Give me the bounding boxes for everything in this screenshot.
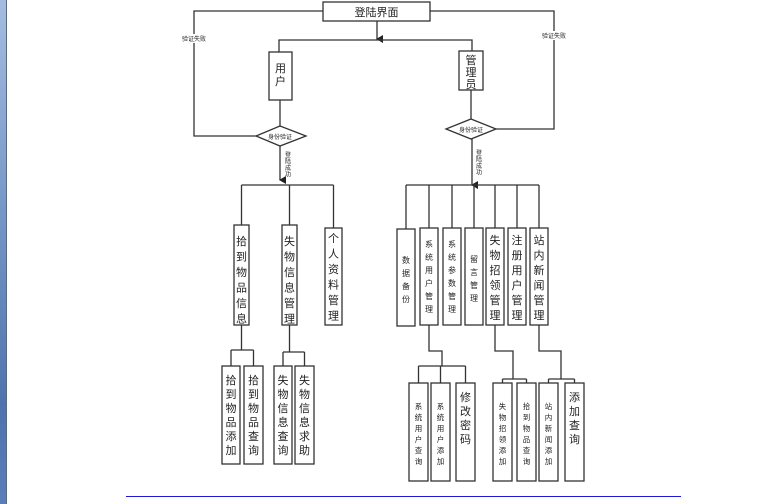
child-label: 站内新闻添加 bbox=[545, 401, 553, 466]
module-label: 失物招领管理 bbox=[490, 234, 501, 322]
child-node: 修改密码 bbox=[455, 382, 476, 482]
login-screen-label: 登陆界面 bbox=[355, 5, 399, 19]
child-connector bbox=[428, 325, 443, 366]
child-connector bbox=[494, 325, 514, 379]
child-node: 系统用户添加 bbox=[430, 382, 451, 482]
user-fail-loop bbox=[193, 10, 323, 137]
child-label: 拾到物品查询 bbox=[523, 401, 531, 466]
module-node: 失物招领管理 bbox=[485, 227, 505, 326]
module-tree: 拾到物品信息拾到物品添加拾到物品查询失物信息管理失物信息查询失物信息求助个人资料… bbox=[221, 184, 585, 482]
child-label: 拾到物品查询 bbox=[248, 373, 259, 457]
module-label: 系统用户管理 bbox=[425, 239, 433, 314]
child-node: 拾到物品查询 bbox=[243, 365, 264, 465]
child-label: 失物信息求助 bbox=[299, 374, 310, 457]
module-node: 失物信息管理 bbox=[281, 224, 298, 326]
module-node: 站内新闻管理 bbox=[529, 227, 549, 326]
login-screen-node: 登陆界面 bbox=[322, 1, 431, 22]
child-label: 失物信息查询 bbox=[278, 374, 289, 457]
user-role-node: 用户 bbox=[268, 51, 293, 101]
child-label: 拾到物品添加 bbox=[226, 373, 237, 457]
user-auth-decision: 身份验证 bbox=[254, 125, 308, 147]
child-node: 失物信息求助 bbox=[294, 365, 315, 465]
module-node: 数据备份 bbox=[396, 228, 416, 327]
admin-fail-label: 验证失败 bbox=[542, 32, 566, 40]
child-node: 失物招领添加 bbox=[492, 382, 513, 482]
module-label: 失物信息管理 bbox=[284, 235, 295, 326]
child-label: 添加查询 bbox=[569, 390, 580, 446]
module-label: 注册用户管理 bbox=[512, 233, 523, 322]
admin-success-label: 登陆成功 bbox=[476, 149, 482, 177]
admin-auth-decision: 身份验证 bbox=[444, 118, 498, 140]
admin-role-node: 管理员 bbox=[458, 50, 484, 91]
child-node: 系统用户查询 bbox=[408, 382, 429, 482]
window-left-frame bbox=[0, 0, 6, 504]
module-label: 个人资料管理 bbox=[328, 232, 339, 323]
child-node: 站内新闻添加 bbox=[538, 382, 559, 482]
module-label: 数据备份 bbox=[402, 255, 410, 304]
child-node: 失物信息查询 bbox=[273, 365, 293, 465]
window-left-frame-edge bbox=[6, 0, 7, 504]
role-split-connector bbox=[278, 39, 473, 72]
module-node: 拾到物品信息 bbox=[233, 224, 250, 326]
module-node: 注册用户管理 bbox=[507, 227, 527, 326]
module-label: 拾到物品信息 bbox=[236, 234, 247, 326]
admin-fail-loop bbox=[430, 10, 555, 130]
user-auth-label: 身份验证 bbox=[268, 133, 292, 141]
module-node: 系统用户管理 bbox=[419, 227, 439, 326]
module-label: 留言管理 bbox=[470, 254, 478, 303]
child-label: 系统用户添加 bbox=[437, 401, 445, 466]
child-label: 失物招领添加 bbox=[499, 401, 507, 466]
module-label: 站内新闻管理 bbox=[534, 233, 545, 322]
child-label: 系统用户查询 bbox=[415, 401, 423, 466]
child-connector bbox=[538, 325, 562, 379]
user-role-label: 用户 bbox=[275, 62, 286, 88]
module-node: 留言管理 bbox=[464, 227, 484, 326]
child-label: 修改密码 bbox=[460, 390, 471, 446]
child-node: 添加查询 bbox=[564, 382, 585, 482]
module-node: 个人资料管理 bbox=[324, 227, 343, 326]
user-fail-label: 验证失败 bbox=[182, 35, 206, 43]
admin-auth-label: 身份验证 bbox=[459, 126, 483, 134]
admin-role-label: 管理员 bbox=[466, 53, 477, 91]
user-success-label: 登陆成功 bbox=[285, 151, 291, 179]
page-bottom-rule bbox=[126, 496, 681, 497]
module-label: 系统参数管理 bbox=[448, 239, 456, 314]
child-node: 拾到物品查询 bbox=[516, 382, 537, 482]
child-node: 拾到物品添加 bbox=[221, 365, 241, 465]
module-node: 系统参数管理 bbox=[442, 227, 462, 326]
